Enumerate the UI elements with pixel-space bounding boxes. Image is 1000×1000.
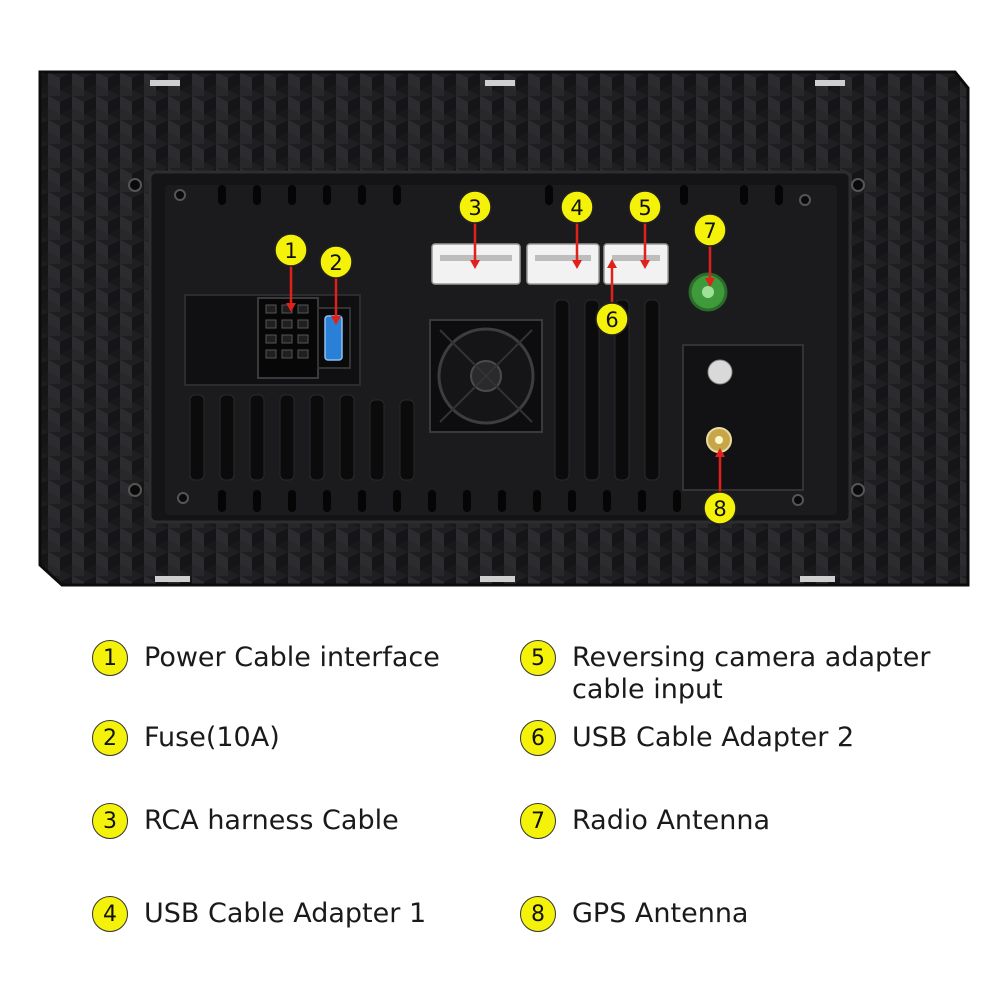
legend-item-4: 4 USB Cable Adapter 1 <box>92 896 427 932</box>
legend-item-8: 8 GPS Antenna <box>520 896 749 932</box>
legend-item-7: 7 Radio Antenna <box>520 803 771 839</box>
legend-item-6: 6 USB Cable Adapter 2 <box>520 720 855 756</box>
svg-text:5: 5 <box>638 196 651 220</box>
svg-text:4: 4 <box>570 196 583 220</box>
svg-text:7: 7 <box>703 219 716 243</box>
device-rear-photo: 1 2 3 4 5 6 7 8 <box>38 70 970 587</box>
legend-label-1: Power Cable interface <box>144 642 440 673</box>
svg-text:3: 3 <box>468 196 481 220</box>
photo-callout-3: 3 <box>458 190 492 224</box>
legend-label-7: Radio Antenna <box>572 805 771 836</box>
legend-badge-3: 3 <box>92 803 128 839</box>
screws <box>128 178 865 506</box>
legend-label-8: GPS Antenna <box>572 898 749 929</box>
legend: 1 Power Cable interface 2 Fuse(10A) 3 RC… <box>0 620 1000 1000</box>
svg-text:2: 2 <box>329 251 342 275</box>
svg-text:1: 1 <box>284 239 297 263</box>
legend-label-3: RCA harness Cable <box>144 805 399 836</box>
legend-item-2: 2 Fuse(10A) <box>92 720 280 756</box>
legend-label-6: USB Cable Adapter 2 <box>572 722 855 753</box>
photo-callout-7: 7 <box>693 213 727 247</box>
photo-callout-5: 5 <box>628 190 662 224</box>
legend-label-5: Reversing camera adapter cable input <box>572 642 930 706</box>
legend-label-5-line-1: Reversing camera adapter <box>572 642 931 673</box>
svg-text:6: 6 <box>605 308 618 332</box>
legend-badge-5: 5 <box>520 640 556 676</box>
legend-badge-8: 8 <box>520 896 556 932</box>
antenna-panel <box>682 272 804 491</box>
photo-callout-8: 8 <box>703 491 737 525</box>
legend-badge-7: 7 <box>520 803 556 839</box>
cooling-fan <box>429 319 543 433</box>
photo-callout-1: 1 <box>274 233 308 267</box>
photo-callout-4: 4 <box>560 190 594 224</box>
photo-callout-2: 2 <box>319 245 353 279</box>
legend-item-1: 1 Power Cable interface <box>92 640 440 676</box>
photo-callout-6: 6 <box>595 302 629 336</box>
white-connectors <box>431 243 669 285</box>
bottom-vents <box>218 490 681 512</box>
legend-item-3: 3 RCA harness Cable <box>92 803 399 839</box>
callout-arrows <box>286 222 725 492</box>
legend-label-4: USB Cable Adapter 1 <box>144 898 427 929</box>
legend-badge-2: 2 <box>92 720 128 756</box>
legend-label-2: Fuse(10A) <box>144 722 280 753</box>
svg-text:8: 8 <box>713 497 726 521</box>
legend-badge-6: 6 <box>520 720 556 756</box>
legend-label-5-line-2: cable input <box>572 674 723 705</box>
legend-item-5: 5 Reversing camera adapter cable input <box>520 640 930 706</box>
legend-badge-4: 4 <box>92 896 128 932</box>
top-vents <box>218 185 783 205</box>
legend-badge-1: 1 <box>92 640 128 676</box>
heatsink-fins <box>189 299 660 481</box>
